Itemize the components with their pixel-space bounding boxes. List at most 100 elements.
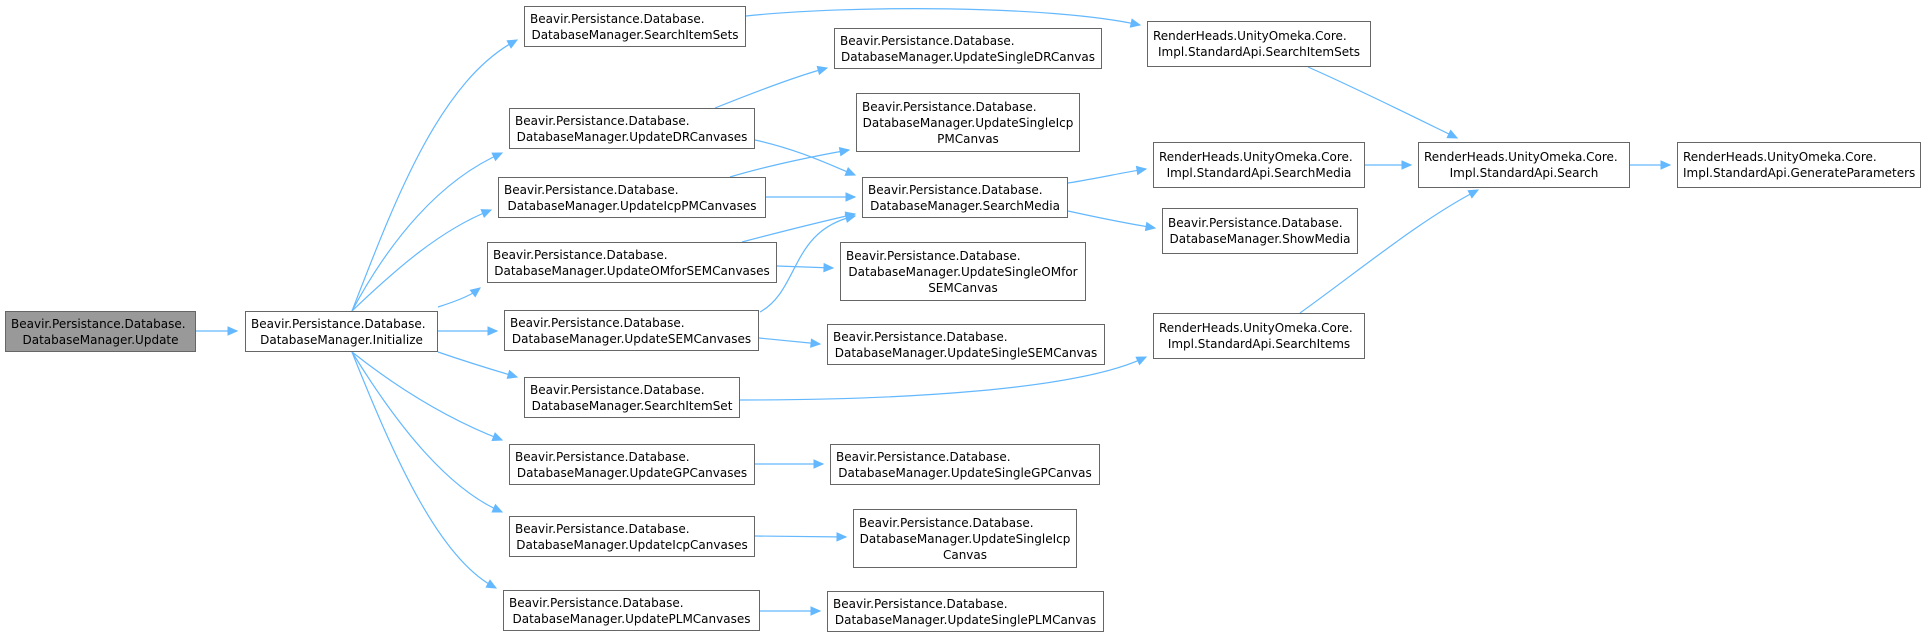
node-update-plm-canvases[interactable]: Beavir.Persistance.Database. DatabaseMan… xyxy=(503,590,760,631)
node-update-icp-canvases[interactable]: Beavir.Persistance.Database. DatabaseMan… xyxy=(509,516,755,557)
node-update-single-icp-canvas-suffix: Canvas xyxy=(942,547,988,562)
node-search-item-set[interactable]: Beavir.Persistance.Database. DatabaseMan… xyxy=(524,377,740,418)
node-update-single-gp-canvas[interactable]: Beavir.Persistance.Database. DatabaseMan… xyxy=(830,444,1100,485)
node-show-media-method: DatabaseManager.ShowMedia xyxy=(1169,232,1351,246)
edge-update-sem-canvases-search-media-arrowhead xyxy=(844,213,857,223)
node-api-generate-parameters[interactable]: RenderHeads.UnityOmeka.Core. Impl.Standa… xyxy=(1677,142,1921,188)
node-update-dr-canvases[interactable]: Beavir.Persistance.Database. DatabaseMan… xyxy=(509,108,755,149)
node-search-item-set-namespace: Beavir.Persistance.Database. xyxy=(530,382,705,397)
node-show-media-namespace: Beavir.Persistance.Database. xyxy=(1168,216,1343,230)
node-api-search-namespace: RenderHeads.UnityOmeka.Core. xyxy=(1424,150,1618,164)
edge-initialize-search-item-set xyxy=(437,351,518,378)
node-update-single-om-for-sem-canvas[interactable]: Beavir.Persistance.Database. DatabaseMan… xyxy=(840,242,1086,301)
edge-update-icp-pm-canvases-update-single-icp-pm-canvas-arrowhead xyxy=(838,146,851,157)
node-api-search-media[interactable]: RenderHeads.UnityOmeka.Core. Impl.Standa… xyxy=(1153,142,1365,188)
edge-search-item-set-api-search-items-arrowhead xyxy=(1135,356,1148,366)
edge-api-search-item-sets-api-search xyxy=(1307,66,1458,139)
node-search-media-namespace: Beavir.Persistance.Database. xyxy=(868,182,1043,197)
node-update: Beavir.Persistance.Database. DatabaseMan… xyxy=(5,311,196,352)
node-update-dr-canvases-namespace: Beavir.Persistance.Database. xyxy=(515,113,690,128)
node-update-sem-canvases-namespace: Beavir.Persistance.Database. xyxy=(510,315,685,330)
edge-update-om-for-sem-canvases-search-media xyxy=(741,213,856,243)
node-api-search-media-namespace: RenderHeads.UnityOmeka.Core. xyxy=(1159,150,1353,164)
node-update-gp-canvases-namespace: Beavir.Persistance.Database. xyxy=(515,449,690,464)
node-search-item-sets[interactable]: Beavir.Persistance.Database. DatabaseMan… xyxy=(524,6,746,47)
edge-api-search-items-api-search-arrowhead xyxy=(1467,189,1480,199)
node-initialize-method: DatabaseManager.Initialize xyxy=(260,332,423,347)
node-initialize-namespace: Beavir.Persistance.Database. xyxy=(251,316,426,331)
node-update-single-gp-canvas-namespace: Beavir.Persistance.Database. xyxy=(836,449,1011,464)
node-update-single-plm-canvas-method: DatabaseManager.UpdateSinglePLMCanvas xyxy=(834,612,1097,627)
edge-update-icp-canvases-update-single-icp-canvas xyxy=(754,535,847,538)
edge-api-search-item-sets-api-search-arrowhead xyxy=(1446,129,1459,139)
node-update-om-for-sem-canvases[interactable]: Beavir.Persistance.Database. DatabaseMan… xyxy=(487,242,777,283)
edge-initialize-update-plm-canvases xyxy=(351,351,497,589)
node-update-single-dr-canvas-namespace: Beavir.Persistance.Database. xyxy=(840,33,1015,48)
node-api-search-item-sets-namespace: RenderHeads.UnityOmeka.Core. xyxy=(1153,29,1347,43)
node-update-single-plm-canvas-namespace: Beavir.Persistance.Database. xyxy=(833,596,1008,611)
edge-update-dr-canvases-search-media-arrowhead xyxy=(844,166,857,176)
node-update-single-icp-canvas-namespace: Beavir.Persistance.Database. xyxy=(859,515,1034,530)
edge-update-sem-canvases-update-single-sem-canvas-arrowhead xyxy=(810,338,822,348)
node-update-method: DatabaseManager.Update xyxy=(22,332,179,347)
edge-initialize-update-dr-canvases-arrowhead xyxy=(491,152,504,162)
node-update-gp-canvases-method: DatabaseManager.UpdateGPCanvases xyxy=(516,465,748,480)
node-update-single-dr-canvas[interactable]: Beavir.Persistance.Database. DatabaseMan… xyxy=(834,28,1102,69)
edge-initialize-search-item-set-arrowhead xyxy=(506,369,519,379)
node-initialize[interactable]: Beavir.Persistance.Database. DatabaseMan… xyxy=(245,311,438,352)
edge-api-search-media-api-search-arrowhead xyxy=(1401,160,1413,170)
node-update-single-om-for-sem-canvas-namespace: Beavir.Persistance.Database. xyxy=(846,248,1021,263)
edge-search-media-api-search-media xyxy=(1067,168,1147,184)
edge-search-item-set-api-search-items xyxy=(739,356,1147,401)
node-update-single-icp-pm-canvas[interactable]: Beavir.Persistance.Database. DatabaseMan… xyxy=(856,93,1080,152)
edge-update-icp-canvases-update-single-icp-canvas-arrowhead xyxy=(836,532,848,542)
edge-update-sem-canvases-update-single-sem-canvas xyxy=(758,337,821,345)
edge-update-plm-canvases-update-single-plm-canvas-arrowhead xyxy=(810,606,822,616)
node-api-search-item-sets-method: Impl.StandardApi.SearchItemSets xyxy=(1157,45,1361,59)
node-search-item-set-method: DatabaseManager.SearchItemSet xyxy=(531,398,733,413)
node-update-om-for-sem-canvases-namespace: Beavir.Persistance.Database. xyxy=(493,247,668,262)
edge-update-initialize-arrowhead xyxy=(227,326,239,336)
node-update-icp-pm-canvases[interactable]: Beavir.Persistance.Database. DatabaseMan… xyxy=(498,177,766,218)
node-update-single-dr-canvas-method: DatabaseManager.UpdateSingleDRCanvas xyxy=(841,49,1095,64)
node-update-single-icp-pm-canvas-method: DatabaseManager.UpdateSingleIcp xyxy=(862,115,1074,130)
node-api-search[interactable]: RenderHeads.UnityOmeka.Core. Impl.Standa… xyxy=(1418,142,1630,188)
edge-search-item-sets-api-search-item-sets xyxy=(745,8,1141,26)
edge-initialize-update-icp-pm-canvases xyxy=(351,209,492,312)
node-update-single-icp-canvas[interactable]: Beavir.Persistance.Database. DatabaseMan… xyxy=(853,509,1077,568)
node-search-item-sets-method: DatabaseManager.SearchItemSets xyxy=(531,27,739,42)
edge-initialize-update-gp-canvases-arrowhead xyxy=(491,432,504,441)
node-update-single-om-for-sem-canvas-suffix: SEMCanvas xyxy=(928,280,998,295)
edge-search-media-api-search-media-arrowhead xyxy=(1135,165,1148,176)
node-update-single-sem-canvas-namespace: Beavir.Persistance.Database. xyxy=(833,329,1008,344)
edge-update-om-for-sem-canvases-update-single-om-for-sem-canvas-arrowhead xyxy=(823,262,835,273)
edge-initialize-update-sem-canvases-arrowhead xyxy=(487,326,499,336)
node-update-single-om-for-sem-canvas-method: DatabaseManager.UpdateSingleOMfor xyxy=(848,264,1078,279)
node-api-search-media-method: Impl.StandardApi.SearchMedia xyxy=(1166,166,1352,180)
node-update-single-sem-canvas[interactable]: Beavir.Persistance.Database. DatabaseMan… xyxy=(827,324,1105,365)
node-search-media[interactable]: Beavir.Persistance.Database. DatabaseMan… xyxy=(862,177,1068,218)
node-api-search-items[interactable]: RenderHeads.UnityOmeka.Core. Impl.Standa… xyxy=(1153,313,1365,359)
node-api-search-item-sets[interactable]: RenderHeads.UnityOmeka.Core. Impl.Standa… xyxy=(1147,21,1371,67)
node-search-media-method: DatabaseManager.SearchMedia xyxy=(870,198,1060,213)
node-search-item-sets-namespace: Beavir.Persistance.Database. xyxy=(530,11,705,26)
node-update-icp-pm-canvases-method: DatabaseManager.UpdateIcpPMCanvases xyxy=(507,198,757,213)
node-update-gp-canvases[interactable]: Beavir.Persistance.Database. DatabaseMan… xyxy=(509,444,755,485)
node-update-single-plm-canvas[interactable]: Beavir.Persistance.Database. DatabaseMan… xyxy=(827,591,1104,632)
node-api-generate-parameters-method: Impl.StandardApi.GenerateParameters xyxy=(1683,166,1916,180)
node-update-icp-canvases-namespace: Beavir.Persistance.Database. xyxy=(515,521,690,536)
node-show-media[interactable]: Beavir.Persistance.Database. DatabaseMan… xyxy=(1162,208,1358,254)
edge-api-search-api-generate-parameters-arrowhead xyxy=(1660,160,1672,170)
edge-initialize-update-dr-canvases xyxy=(351,152,503,312)
edge-initialize-search-item-sets-arrowhead xyxy=(506,39,519,49)
node-update-namespace: Beavir.Persistance.Database. xyxy=(11,316,186,331)
node-api-search-items-namespace: RenderHeads.UnityOmeka.Core. xyxy=(1159,321,1353,335)
edge-initialize-search-item-sets xyxy=(351,39,518,312)
node-update-single-icp-pm-canvas-namespace: Beavir.Persistance.Database. xyxy=(862,99,1037,114)
edge-update-dr-canvases-update-single-dr-canvas-arrowhead xyxy=(816,65,829,76)
node-update-single-icp-canvas-method: DatabaseManager.UpdateSingleIcp xyxy=(859,531,1071,546)
node-update-sem-canvases[interactable]: Beavir.Persistance.Database. DatabaseMan… xyxy=(504,310,759,351)
edge-search-item-sets-api-search-item-sets-arrowhead xyxy=(1129,18,1142,28)
edge-initialize-update-gp-canvases xyxy=(351,351,503,441)
